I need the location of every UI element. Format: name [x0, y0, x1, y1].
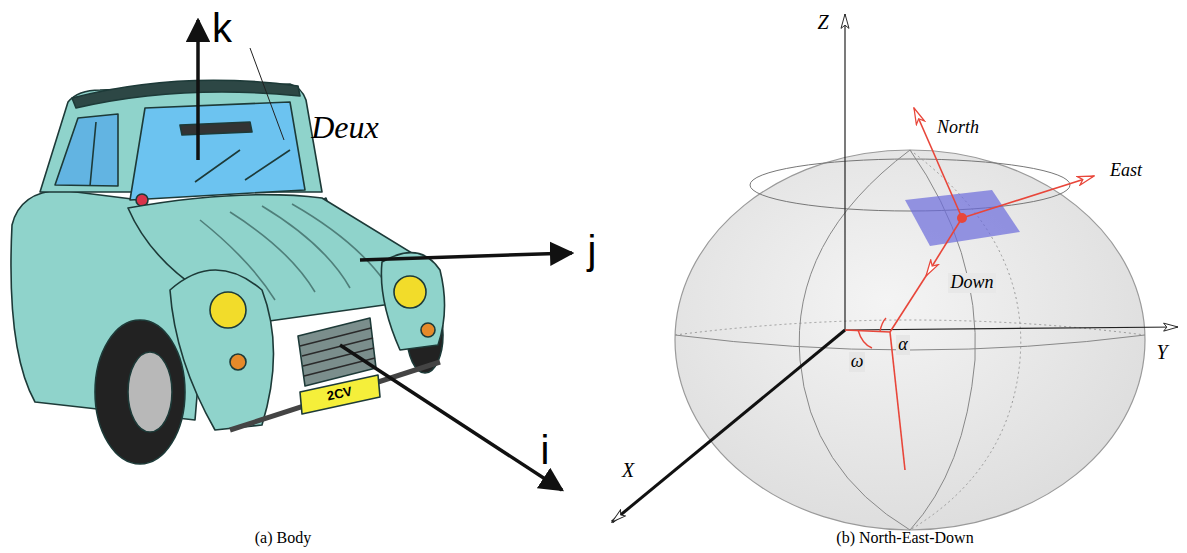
alpha-arc	[880, 318, 886, 331]
angle-label: ω	[849, 352, 866, 372]
car-name: Deux	[311, 110, 379, 145]
headlight	[210, 292, 246, 328]
windshield	[130, 102, 305, 200]
axis-label: X	[622, 459, 634, 481]
j-axis	[360, 253, 572, 260]
y-axis	[845, 327, 1178, 330]
axis-label: i	[541, 428, 550, 472]
grille	[298, 318, 376, 386]
grille-bars	[300, 328, 375, 376]
globe-illustration	[675, 150, 1145, 530]
indicator-light	[421, 323, 435, 337]
fender	[381, 253, 444, 350]
mirror	[180, 122, 252, 135]
omega-arc	[858, 330, 872, 348]
i-axis	[340, 345, 562, 490]
car-illustration	[11, 80, 445, 464]
subcaption: (b) North-East-Down	[836, 529, 973, 547]
direction-label: Down	[948, 273, 995, 293]
leader-line	[250, 48, 284, 140]
hubcap	[128, 352, 172, 432]
fender	[170, 270, 274, 430]
z-axis	[844, 14, 845, 330]
window-frame	[90, 122, 96, 186]
plate-text: 2CV	[324, 384, 356, 404]
globe	[675, 150, 1145, 530]
axis-label: Z	[817, 11, 828, 33]
headlight	[394, 276, 426, 308]
tangent-plane	[905, 190, 1020, 246]
bumper	[230, 362, 440, 430]
k-axis	[196, 20, 200, 160]
meridian	[799, 150, 910, 530]
position-dot	[957, 213, 967, 223]
east-vector	[962, 176, 1094, 218]
radius-line	[890, 276, 926, 332]
projection-line	[845, 330, 890, 332]
axis-label: Y	[1156, 341, 1167, 363]
subcaption: (a) Body	[255, 529, 311, 547]
license-plate	[300, 375, 380, 414]
direction-label: North	[937, 118, 979, 138]
equator	[675, 335, 1145, 350]
angle-label: α	[896, 335, 909, 355]
wiper	[195, 150, 290, 182]
side-window	[55, 114, 118, 186]
axis-label: j	[588, 228, 597, 272]
wheel	[95, 320, 185, 464]
indicator-light	[230, 354, 246, 370]
direction-label: East	[1110, 161, 1142, 181]
down-vector	[926, 218, 962, 276]
x-axis	[612, 330, 845, 522]
axis-label: k	[212, 6, 232, 50]
